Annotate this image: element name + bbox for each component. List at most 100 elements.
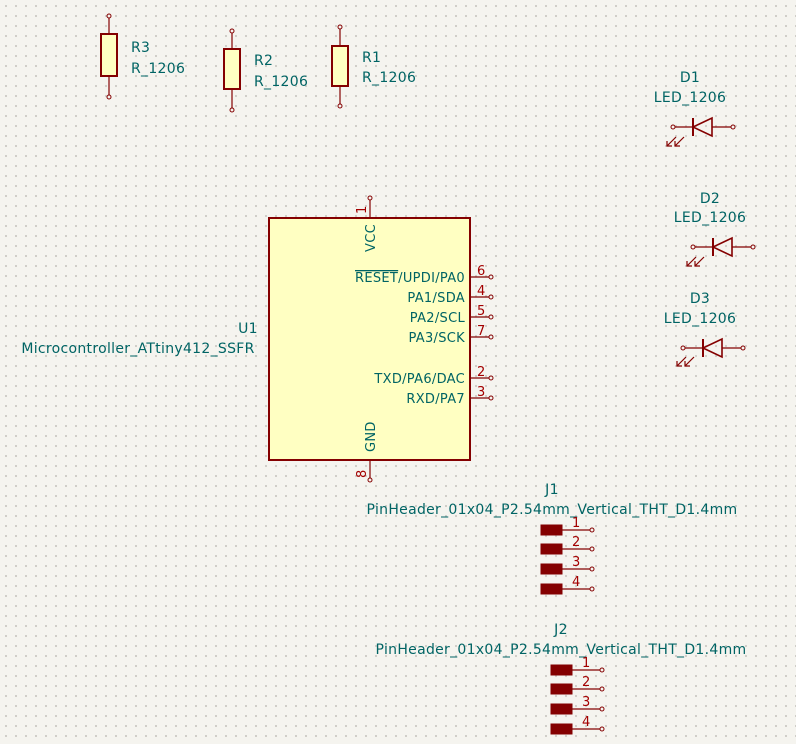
led-d2-value: LED_1206: [674, 210, 746, 226]
led-d3-value: LED_1206: [664, 311, 736, 327]
mcu-pin-pa6: 2 TXD/PA6/DAC: [373, 365, 494, 387]
resistor-r1-ref: R1: [362, 50, 381, 66]
mcu-pin-vcc-name: VCC: [364, 224, 379, 252]
resistor-r2-value: R_1206: [254, 74, 308, 90]
led-d1-triangle: [691, 116, 713, 138]
led-d1-ref: D1: [680, 70, 700, 86]
header-j2-pin-1-pad: [550, 664, 573, 676]
header-j2-pin-4-pad: [550, 723, 573, 735]
resistor-r2-body: [223, 48, 241, 90]
mcu-pin-gnd-number: 8: [355, 470, 370, 478]
led-d1-value: LED_1206: [654, 90, 726, 106]
mcu-pin-pa1-name: PA1/SDA: [407, 291, 465, 306]
led-d1-light-arrows: [666, 136, 685, 147]
header-j2-pin-3-pad: [550, 703, 573, 715]
resistor-r1-pin-bottom-end: [337, 103, 343, 109]
header-j2-ref: J2: [553, 622, 568, 638]
mcu-pin-pa2: 5 PA2/SCL: [410, 304, 494, 326]
mcu-pin-reset-end[interactable]: [488, 274, 494, 280]
resistor-r2-pin-bottom-end: [229, 107, 235, 113]
header-j1-pin-1: 1: [540, 516, 595, 536]
mcu-pin-pa2-number: 5: [477, 304, 485, 319]
header-j1-pin-4-pad: [540, 583, 563, 595]
mcu-pin-pa6-end[interactable]: [488, 375, 494, 381]
header-j2-pin-4-end[interactable]: [599, 726, 605, 732]
header-j2-pin-2-number: 2: [582, 675, 590, 690]
mcu-pin-pa3-end[interactable]: [488, 334, 494, 340]
header-j2-pin-2-end[interactable]: [599, 686, 605, 692]
led-d3[interactable]: D3 LED_1206: [664, 291, 746, 367]
mcu-pin-pa2-end[interactable]: [488, 314, 494, 320]
header-j1-pin-2-number: 2: [572, 535, 580, 550]
led-d2-cathode-end: [690, 244, 696, 250]
header-j2-pin-4-number: 4: [582, 715, 590, 730]
microcontroller-u1[interactable]: U1 Microcontroller_ATtiny412_SSFR 1 VCC …: [21, 195, 494, 483]
resistor-r1[interactable]: R1 R_1206: [331, 24, 416, 109]
mcu-pin-pa6-name: TXD/PA6/DAC: [373, 372, 465, 387]
resistor-r1-body: [331, 45, 349, 87]
led-d2-light-arrows: [686, 256, 705, 267]
mcu-pin-reset-number: 6: [477, 264, 485, 279]
resistor-r2-pin-top-end: [229, 28, 235, 34]
led-d1-anode-end: [730, 124, 736, 130]
resistor-r2[interactable]: R2 R_1206: [223, 28, 308, 113]
led-d1-cathode-end: [670, 124, 676, 130]
header-j1-pin-3: 3: [540, 555, 595, 575]
led-d2[interactable]: D2 LED_1206: [674, 191, 756, 267]
header-j1-pin-4-end[interactable]: [589, 586, 595, 592]
header-j1-pin-4: 4: [540, 575, 595, 595]
header-j2-pin-1-number: 1: [582, 656, 590, 671]
resistor-r3-ref: R3: [131, 40, 150, 56]
mcu-pin-reset-rest: /UPDI/PA0: [398, 271, 465, 286]
mcu-pin-gnd-end[interactable]: [367, 477, 373, 483]
mcu-pin-pa6-number: 2: [477, 365, 485, 380]
mcu-ref: U1: [238, 321, 258, 337]
pin-header-j2[interactable]: J2 PinHeader_01x04_P2.54mm_Vertical_THT_…: [376, 622, 747, 735]
mcu-pin-reset-name: RESET/UPDI/PA0: [355, 271, 465, 286]
header-j1-pin-3-number: 3: [572, 555, 580, 570]
resistor-r3-pin-bottom-end: [106, 94, 112, 100]
header-j2-pin-3: 3: [550, 695, 605, 715]
led-d3-anode-end: [740, 345, 746, 351]
resistor-r3[interactable]: R3 R_1206: [100, 13, 185, 100]
header-j2-value: PinHeader_01x04_P2.54mm_Vertical_THT_D1.…: [376, 642, 747, 658]
header-j1-pin-2-end[interactable]: [589, 546, 595, 552]
led-d2-triangle: [711, 236, 733, 258]
header-j2-pin-4: 4: [550, 715, 605, 735]
resistor-r3-pin-top-end: [106, 13, 112, 19]
header-j2-pin-3-number: 3: [582, 695, 590, 710]
led-d3-ref: D3: [690, 291, 710, 307]
led-d1[interactable]: D1 LED_1206: [654, 70, 736, 147]
mcu-pin-pa1-end[interactable]: [488, 294, 494, 300]
led-d3-triangle: [701, 337, 723, 359]
header-j1-pin-3-end[interactable]: [589, 566, 595, 572]
header-j2-pin-2-pad: [550, 683, 573, 695]
header-j1-pin-1-number: 1: [572, 516, 580, 531]
mcu-pin-pa3-name: PA3/SCK: [408, 331, 465, 346]
mcu-pin-reset: 6 RESET/UPDI/PA0: [355, 264, 494, 286]
header-j1-pin-4-number: 4: [572, 575, 580, 590]
mcu-value: Microcontroller_ATtiny412_SSFR: [21, 341, 254, 357]
mcu-pin-pa2-name: PA2/SCL: [410, 311, 466, 326]
mcu-pin-pa7: 3 RXD/PA7: [406, 385, 494, 407]
resistor-r3-value: R_1206: [131, 61, 185, 77]
header-j1-pin-3-pad: [540, 563, 563, 575]
pin-header-j1[interactable]: J1 PinHeader_01x04_P2.54mm_Vertical_THT_…: [367, 482, 738, 595]
mcu-pin-pa3: 7 PA3/SCK: [408, 324, 494, 346]
led-d3-light-arrows: [676, 356, 695, 367]
resistor-r1-value: R_1206: [362, 70, 416, 86]
header-j1-pin-2-pad: [540, 543, 563, 555]
header-j2-pin-1-end[interactable]: [599, 667, 605, 673]
header-j1-value: PinHeader_01x04_P2.54mm_Vertical_THT_D1.…: [367, 502, 738, 518]
resistor-r1-pin-top-end: [337, 24, 343, 30]
header-j1-pin-1-end[interactable]: [589, 527, 595, 533]
mcu-pin-pa3-number: 7: [477, 324, 485, 339]
header-j1-ref: J1: [544, 482, 559, 498]
header-j2-pin-2: 2: [550, 675, 605, 695]
header-j2-pin-3-end[interactable]: [599, 706, 605, 712]
mcu-pin-vcc-end[interactable]: [367, 195, 373, 201]
mcu-pin-pa7-number: 3: [477, 385, 485, 400]
mcu-pin-gnd-name: GND: [364, 421, 379, 452]
mcu-pin-pa7-end[interactable]: [488, 395, 494, 401]
